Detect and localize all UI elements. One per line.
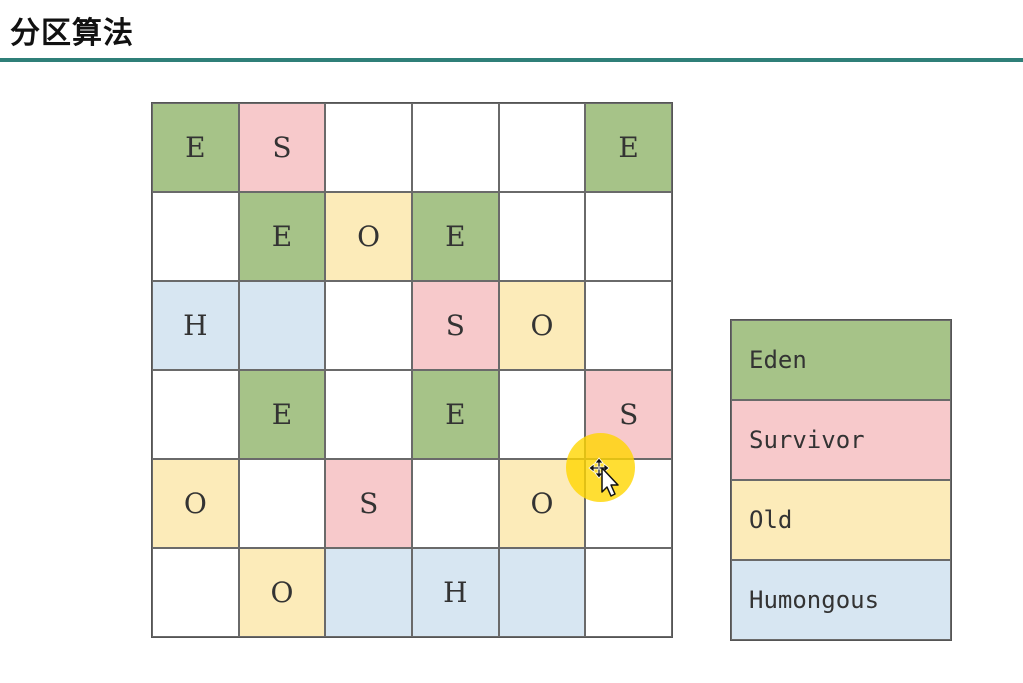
region-cell-humongous <box>238 281 326 370</box>
region-cell-empty <box>152 548 239 637</box>
region-cell-empty <box>585 281 672 370</box>
region-cell-old: O <box>325 192 412 281</box>
region-cell-empty <box>152 370 239 459</box>
region-cell-eden: E <box>411 192 499 281</box>
legend-item-eden: Eden <box>731 320 951 400</box>
region-cell-survivor: S <box>325 459 412 548</box>
region-cell-old: O <box>498 281 586 370</box>
region-cell-eden: E <box>152 103 239 192</box>
region-cell-empty <box>411 103 499 192</box>
move-cursor-icon <box>588 457 619 497</box>
region-cell-eden: E <box>238 370 326 459</box>
region-cell-empty <box>411 459 499 548</box>
legend-item-humongous: Humongous <box>731 560 951 640</box>
region-cell-humongous <box>498 548 586 637</box>
region-cell-eden: E <box>238 192 326 281</box>
region-cell-empty <box>325 103 412 192</box>
region-cell-eden: E <box>411 370 499 459</box>
region-cell-empty <box>585 548 672 637</box>
region-cell-empty <box>498 192 586 281</box>
legend-item-old: Old <box>731 480 951 560</box>
region-cell-survivor: S <box>238 103 326 192</box>
title-divider <box>0 58 1023 62</box>
region-cell-empty <box>585 192 672 281</box>
region-cell-empty <box>325 281 412 370</box>
region-cell-humongous <box>325 548 412 637</box>
page-title: 分区算法 <box>10 16 134 51</box>
region-cell-old: O <box>238 548 326 637</box>
region-cell-empty <box>238 459 326 548</box>
region-cell-empty <box>325 370 412 459</box>
region-cell-empty <box>498 103 586 192</box>
region-cell-eden: E <box>585 103 672 192</box>
region-cell-empty <box>498 370 586 459</box>
region-cell-old: O <box>152 459 239 548</box>
region-cell-humongous: H <box>152 281 239 370</box>
legend-item-survivor: Survivor <box>731 400 951 480</box>
region-cell-empty <box>152 192 239 281</box>
region-cell-humongous: H <box>411 548 499 637</box>
region-cell-survivor: S <box>411 281 499 370</box>
